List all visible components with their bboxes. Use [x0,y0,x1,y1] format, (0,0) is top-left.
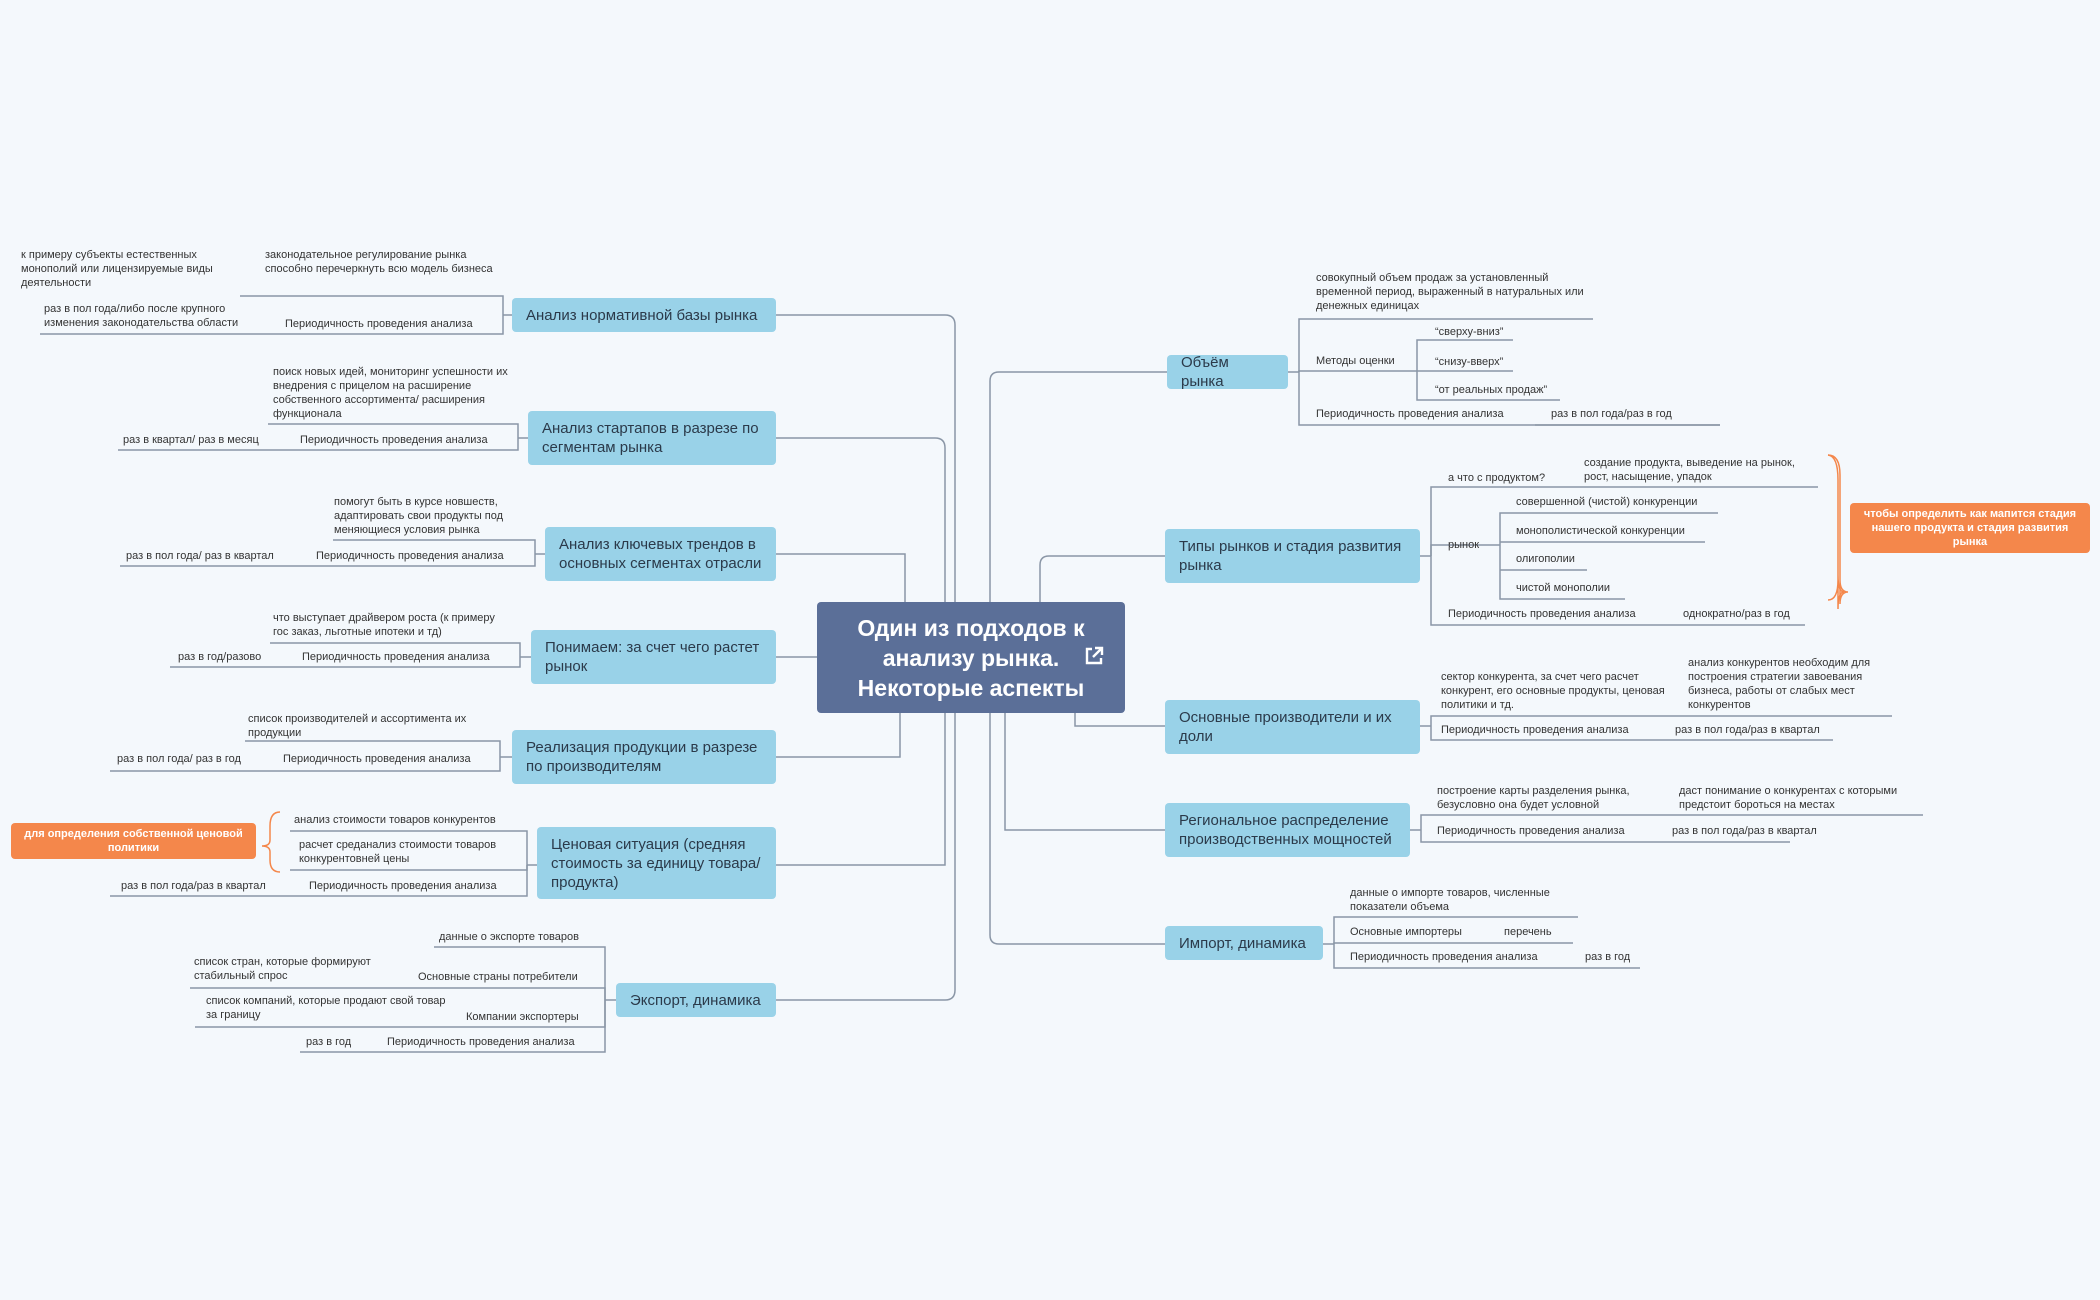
importers-label: Основные импортеры [1350,926,1462,938]
topic-export[interactable]: Экспорт, динамика [616,983,776,1017]
market-type-item: совершенной (чистой) конкуренции [1516,496,1698,508]
regulatory-law: законодательное регулирование рынка спос… [265,249,493,275]
topic-price[interactable]: Ценовая ситуация (средняя стоимость за е… [537,827,776,899]
regional-note: даст понимание о конкурентах с которыми … [1679,785,1898,811]
price-item: расчет среданализ стоимости товаров конк… [299,839,497,865]
period-label: Периодичность проведения анализа [1437,825,1625,837]
topic-import[interactable]: Импорт, динамика [1165,926,1323,960]
period-label: Периодичность проведения анализа [1441,724,1629,736]
price-item: анализ стоимости товаров конкурентов [294,814,496,826]
growth-desc: что выступает драйвером роста (к примеру… [273,612,495,638]
period-value: раз в пол года/раз в квартал [121,880,266,892]
countries-label: Основные страны потребители [418,971,578,983]
period-label: Периодичность проведения анализа [285,318,473,330]
period-label: Периодичность проведения анализа [1448,608,1636,620]
market-type-item: чистой монополии [1516,582,1611,594]
period-label: Периодичность проведения анализа [283,753,471,765]
central-title: Один из подходов к анализу рынка. Некото… [857,614,1085,701]
period-label: Периодичность проведения анализа [387,1036,575,1048]
producers-note: анализ конкурентов необходим для построе… [1688,657,1871,711]
topic-growth[interactable]: Понимаем: за счет чего растет рынок [531,630,776,684]
callout-product-stage[interactable]: чтобы определить как мапится стадия наше… [1850,503,2090,553]
market-volume-definition: совокупный объем продаж за установленный… [1316,272,1584,312]
regulatory-example: к примеру субъекты естественных монополи… [21,249,213,289]
topic-startups[interactable]: Анализ стартапов в разрезе по сегментам … [528,411,776,465]
market-label: рынок [1448,539,1480,551]
period-value: раз в квартал/ раз в месяц [123,434,259,446]
method-item: “снизу-вверх” [1435,356,1504,368]
trends-desc: помогут быть в курсе новшеств, адаптиров… [334,496,504,536]
period-label: Периодичность проведения анализа [1316,408,1504,420]
period-value: раз в пол года/раз в квартал [1672,825,1817,837]
period-label: Периодичность проведения анализа [1350,951,1538,963]
topic-trends[interactable]: Анализ ключевых трендов в основных сегме… [545,527,776,581]
product-answer: создание продукта, выведение на рынок, р… [1584,457,1795,483]
topic-market-types[interactable]: Типы рынков и стадия развития рынка [1165,529,1420,583]
period-value: раз в пол года/либо после крупного измен… [44,303,239,329]
method-item: “сверху-вниз” [1435,326,1504,338]
producers-sector: сектор конкурента, за счет чего расчет к… [1441,671,1665,711]
market-type-item: олигополии [1516,553,1575,565]
topic-market-volume[interactable]: Объём рынка [1167,354,1288,390]
export-data: данные о экспорте товаров [439,931,579,943]
countries-value: список стран, которые формируют стабильн… [194,956,371,982]
import-data: данные о импорте товаров, численные пока… [1350,887,1550,913]
period-value: раз в пол года/ раз в квартал [126,550,274,562]
central-topic[interactable]: Один из подходов к анализу рынка. Некото… [817,602,1125,713]
companies-label: Компании экспортеры [466,1011,579,1023]
topic-producers[interactable]: Основные производители и их доли [1165,700,1420,754]
topic-sales[interactable]: Реализация продукции в разрезе по произв… [512,730,776,784]
market-type-item: монополистической конкуренции [1516,525,1685,537]
methods-label: Методы оценки [1316,355,1395,367]
importers-value: перечень [1504,926,1552,938]
period-label: Периодичность проведения анализа [316,550,504,562]
topic-regional[interactable]: Региональное распределение производствен… [1165,803,1410,857]
product-question: а что с продуктом? [1448,472,1546,484]
period-value: раз в год [1585,951,1631,963]
period-value: раз в пол года/раз в год [1551,408,1672,420]
companies-value: список компаний, которые продают свой то… [206,995,446,1021]
period-label: Периодичность проведения анализа [302,651,490,663]
regional-map: построение карты разделения рынка, безус… [1437,785,1630,811]
period-value: раз в год [306,1036,352,1048]
external-link-icon[interactable] [1083,645,1105,667]
callout-pricing-policy[interactable]: для определения собственной ценовой поли… [11,823,256,859]
sales-desc: список производителей и ассортимента их … [248,713,467,739]
period-value: раз в год/разово [178,651,262,663]
period-label: Периодичность проведения анализа [300,434,488,446]
topic-regulatory[interactable]: Анализ нормативной базы рынка [512,298,776,332]
period-value: однократно/раз в год [1683,608,1790,620]
method-item: “от реальных продаж” [1435,384,1548,396]
period-label: Периодичность проведения анализа [309,880,497,892]
period-value: раз в пол года/раз в квартал [1675,724,1820,736]
period-value: раз в пол года/ раз в год [117,753,241,765]
startups-desc: поиск новых идей, мониторинг успешности … [273,366,508,420]
